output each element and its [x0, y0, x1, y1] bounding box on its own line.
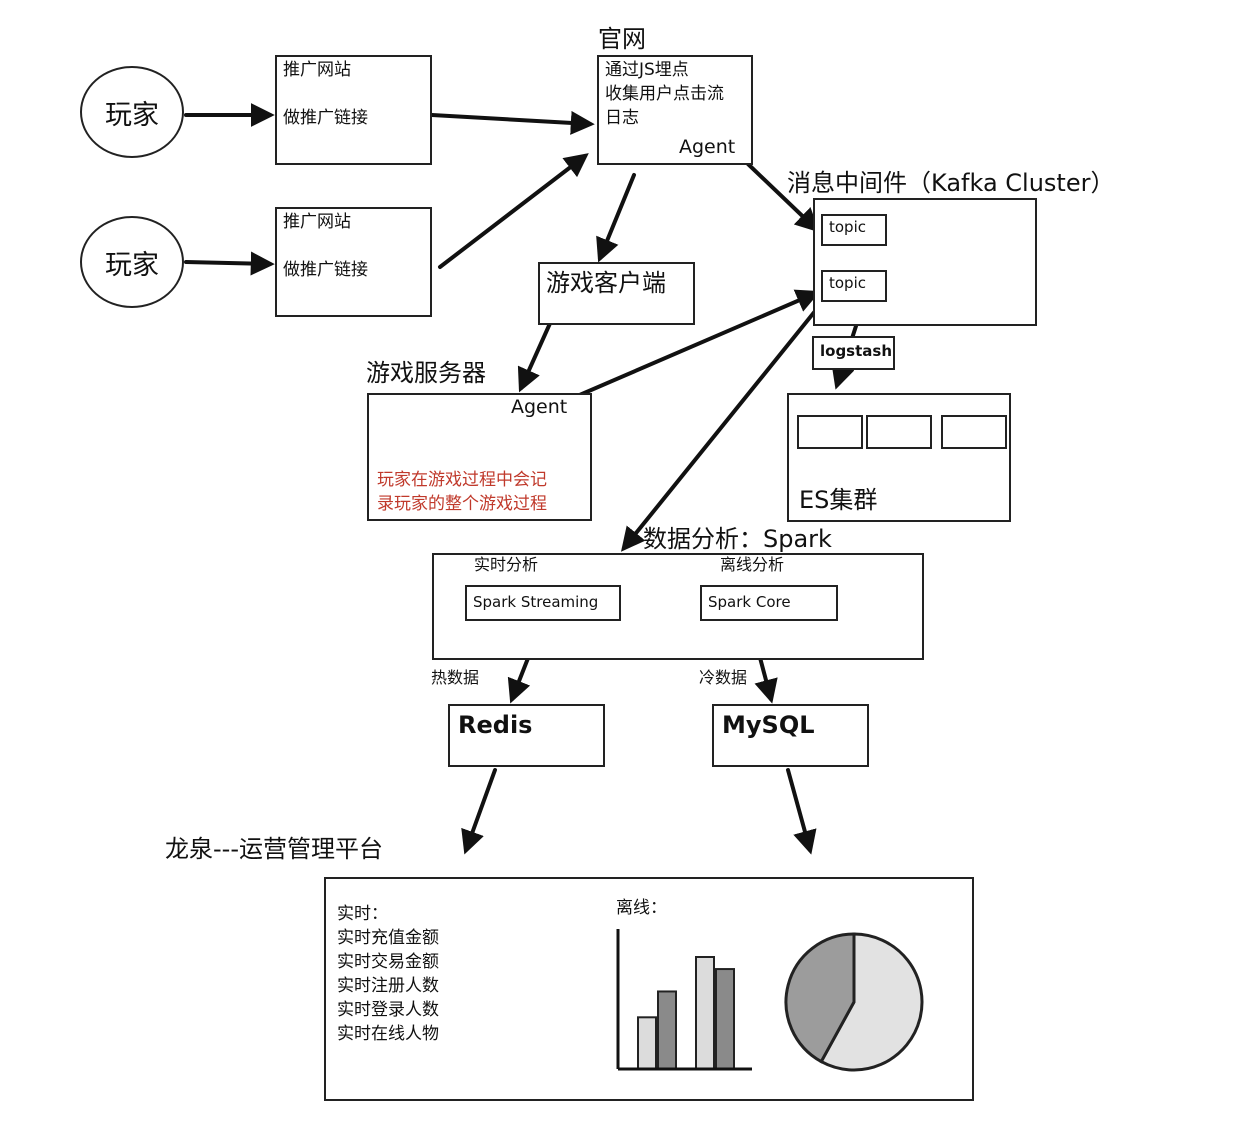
player-node-1: 玩家	[80, 66, 184, 158]
pie-slice	[819, 932, 924, 1072]
promo-site-box-1: 推广网站 做推广链接	[275, 55, 432, 165]
arrow-promo2-to-official	[438, 153, 589, 269]
es-cluster-box: ES集群	[787, 393, 1011, 522]
bar	[715, 968, 735, 1070]
arrow-redis-to-platform	[461, 768, 497, 855]
offline-pie-chart	[784, 932, 924, 1072]
arrow-promo1-to-official	[430, 110, 595, 135]
bar	[657, 990, 677, 1070]
mysql-box: MySQL	[712, 704, 869, 767]
realtime-item: 实时充值金额	[337, 928, 439, 948]
official-site-agent: Agent	[679, 136, 736, 158]
arrow-official-to-client	[596, 173, 636, 263]
realtime-item: 实时注册人数	[337, 976, 439, 996]
kafka-topic-2: topic	[821, 270, 887, 302]
promo-site-title: 推广网站	[283, 60, 351, 80]
spark-title: 数据分析：Spark	[643, 525, 832, 553]
kafka-title: 消息中间件（Kafka Cluster）	[787, 169, 1115, 197]
game-server-note-line-2: 录玩家的整个游戏过程	[377, 494, 547, 514]
game-client-label: 游戏客户端	[546, 269, 666, 297]
es-cluster-label: ES集群	[799, 486, 878, 514]
bar	[695, 956, 715, 1070]
player-node-2: 玩家	[80, 216, 184, 308]
es-node-2	[866, 415, 932, 449]
spark-box: 实时分析 离线分析 Spark Streaming Spark Core	[432, 553, 924, 660]
official-site-box: 通过JS埋点 收集用户点击流 日志 Agent	[597, 55, 753, 165]
spark-core-label: Spark Core	[708, 593, 791, 611]
game-server-title: 游戏服务器	[366, 359, 486, 387]
realtime-item: 实时交易金额	[337, 952, 439, 972]
spark-streaming-box: Spark Streaming	[465, 585, 621, 621]
pie-slice	[784, 932, 856, 1064]
arrow-mysql-to-platform	[786, 768, 817, 855]
kafka-cluster-box: topic topic	[813, 198, 1037, 326]
promo-site-body: 做推广链接	[283, 108, 368, 128]
spark-core-box: Spark Core	[700, 585, 838, 621]
offline-bar-chart	[616, 929, 752, 1071]
redis-box: Redis	[448, 704, 605, 767]
redis-label: Redis	[458, 711, 533, 739]
arrow-player2-to-promo2	[184, 251, 275, 276]
game-server-box: Agent 玩家在游戏过程中会记 录玩家的整个游戏过程	[367, 393, 592, 521]
mysql-label: MySQL	[722, 711, 815, 739]
es-node-1	[797, 415, 863, 449]
promo-site-title: 推广网站	[283, 212, 351, 232]
official-site-line-3: 日志	[605, 108, 639, 128]
topic-label: topic	[829, 274, 866, 292]
official-site-title: 官网	[598, 25, 646, 53]
arrow-topic-to-spark	[620, 298, 826, 552]
platform-title: 龙泉---运营管理平台	[165, 835, 383, 863]
logstash-box: logstash	[812, 336, 895, 370]
spark-offline-label: 离线分析	[720, 555, 785, 574]
spark-realtime-label: 实时分析	[474, 555, 539, 574]
cold-data-label: 冷数据	[699, 668, 748, 687]
official-site-line-1: 通过JS埋点	[605, 60, 689, 80]
arrow-official-to-kafka	[746, 162, 820, 233]
realtime-item: 实时登录人数	[337, 1000, 439, 1020]
topic-label: topic	[829, 218, 866, 236]
game-server-agent: Agent	[511, 396, 568, 418]
spark-streaming-label: Spark Streaming	[473, 593, 599, 611]
player-label: 玩家	[105, 249, 159, 281]
es-node-3	[941, 415, 1007, 449]
kafka-topic-1: topic	[821, 214, 887, 246]
game-server-note-line-1: 玩家在游戏过程中会记	[377, 470, 547, 490]
player-label: 玩家	[105, 99, 159, 131]
logstash-label: logstash	[820, 342, 893, 360]
offline-heading: 离线：	[616, 898, 667, 918]
game-client-box: 游戏客户端	[538, 262, 695, 325]
hot-data-label: 热数据	[431, 668, 480, 687]
realtime-item: 实时在线人物	[337, 1024, 439, 1044]
official-site-line-2: 收集用户点击流	[605, 84, 724, 104]
arrow-server-to-topic	[566, 289, 821, 402]
promo-site-body: 做推广链接	[283, 260, 368, 280]
bar	[637, 1016, 657, 1070]
promo-site-box-2: 推广网站 做推广链接	[275, 207, 432, 317]
realtime-heading: 实时：	[337, 904, 388, 924]
